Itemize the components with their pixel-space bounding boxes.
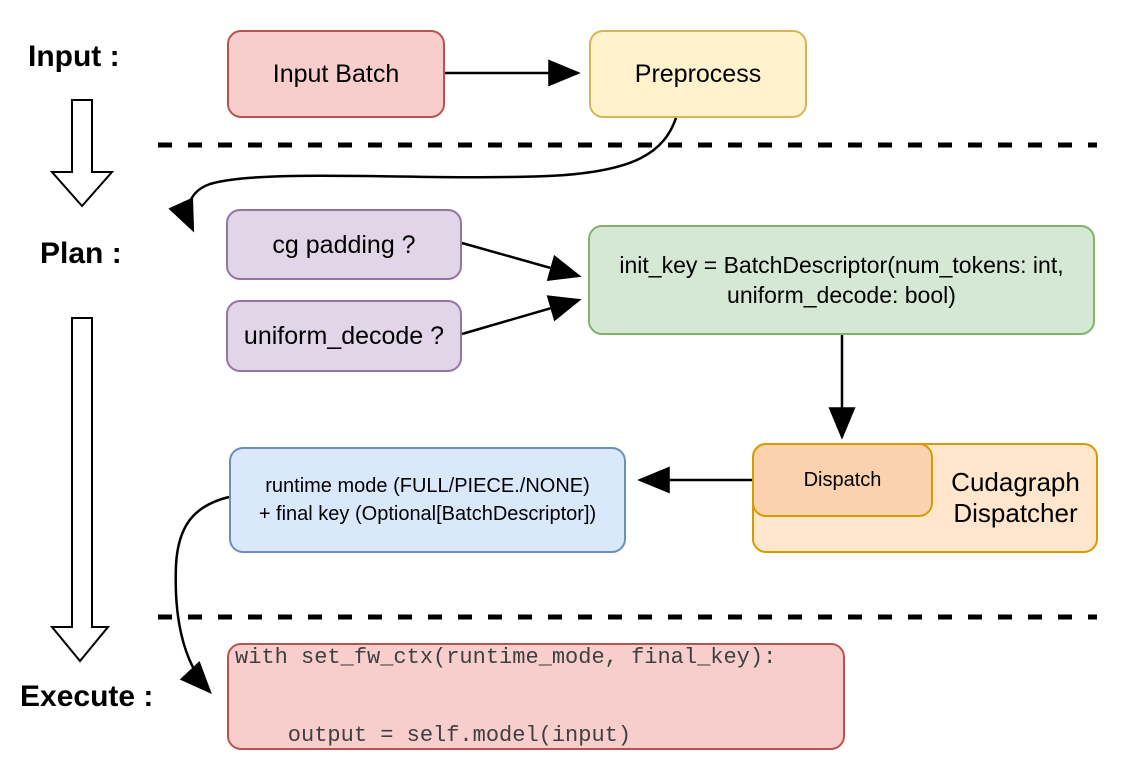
arrow-cgpadding-initkey bbox=[461, 241, 582, 281]
execute-code-node: with set_fw_ctx(runtime_mode, final_key)… bbox=[227, 643, 845, 750]
uniform-decode-node: uniform_decode ? bbox=[226, 300, 462, 372]
cudagraph-dispatcher-label: Cudagraph Dispatcher bbox=[933, 443, 1098, 553]
input-to-plan-block-arrow bbox=[49, 99, 115, 208]
plan-section-label: Plan : bbox=[40, 237, 122, 270]
runtime-mode-line-2: + final key (Optional[BatchDescriptor]) bbox=[258, 503, 597, 525]
init-key-line-2: uniform_decode: bool) bbox=[727, 282, 956, 308]
input-batch-node: Input Batch bbox=[227, 30, 445, 118]
init-key-line-1: init_key = BatchDescriptor(num_tokens: i… bbox=[619, 252, 1064, 278]
execute-section-label: Execute : bbox=[20, 680, 154, 713]
arrow-runtimemode-executecode bbox=[174, 495, 230, 694]
cg-padding-node: cg padding ? bbox=[226, 209, 462, 280]
cudagraph-label-line-1: Cudagraph bbox=[951, 467, 1080, 497]
cudagraph-label-line-2: Dispatcher bbox=[953, 498, 1078, 528]
runtime-mode-node: runtime mode (FULL/PIECE./NONE) + final … bbox=[229, 447, 626, 553]
runtime-mode-line-1: runtime mode (FULL/PIECE./NONE) bbox=[265, 475, 590, 497]
dispatch-node: Dispatch bbox=[752, 443, 933, 517]
arrow-uniformdecode-initkey bbox=[461, 295, 582, 336]
preprocess-node: Preprocess bbox=[589, 30, 807, 118]
init-key-node: init_key = BatchDescriptor(num_tokens: i… bbox=[588, 225, 1095, 335]
input-section-label: Input : bbox=[28, 40, 120, 73]
plan-to-execute-block-arrow bbox=[49, 317, 111, 663]
execute-code-line-2: output = self.model(input) bbox=[235, 722, 632, 748]
execute-code-line-1: with set_fw_ctx(runtime_mode, final_key)… bbox=[235, 644, 777, 670]
